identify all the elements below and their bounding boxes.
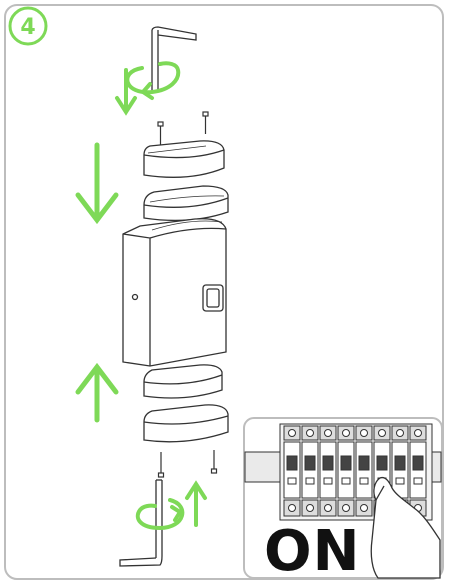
top-cover [143, 140, 225, 178]
arrow-down-icon [115, 68, 137, 116]
hand-icon [370, 476, 441, 579]
arrow-down-icon [75, 142, 119, 225]
breaker-module [409, 425, 427, 517]
lower-ring [143, 364, 223, 399]
arrow-up-icon [75, 362, 119, 423]
charger-body [122, 218, 227, 367]
breaker-module [319, 425, 337, 517]
breaker-module [283, 425, 301, 517]
screw-icon [157, 450, 218, 478]
upper-ring [143, 185, 229, 222]
hex-key-icon [119, 479, 163, 567]
rotate-arrow-icon [135, 498, 185, 531]
bottom-cover [143, 404, 229, 443]
screw-icon [157, 111, 209, 146]
breaker-module [355, 425, 373, 517]
step-badge: 4 [8, 6, 48, 46]
breaker-module [301, 425, 319, 517]
breaker-module [337, 425, 355, 517]
step-number: 4 [20, 15, 35, 40]
on-label: ON [264, 519, 360, 583]
arrow-up-icon [185, 480, 207, 527]
breaker-panel: ON [243, 417, 443, 583]
